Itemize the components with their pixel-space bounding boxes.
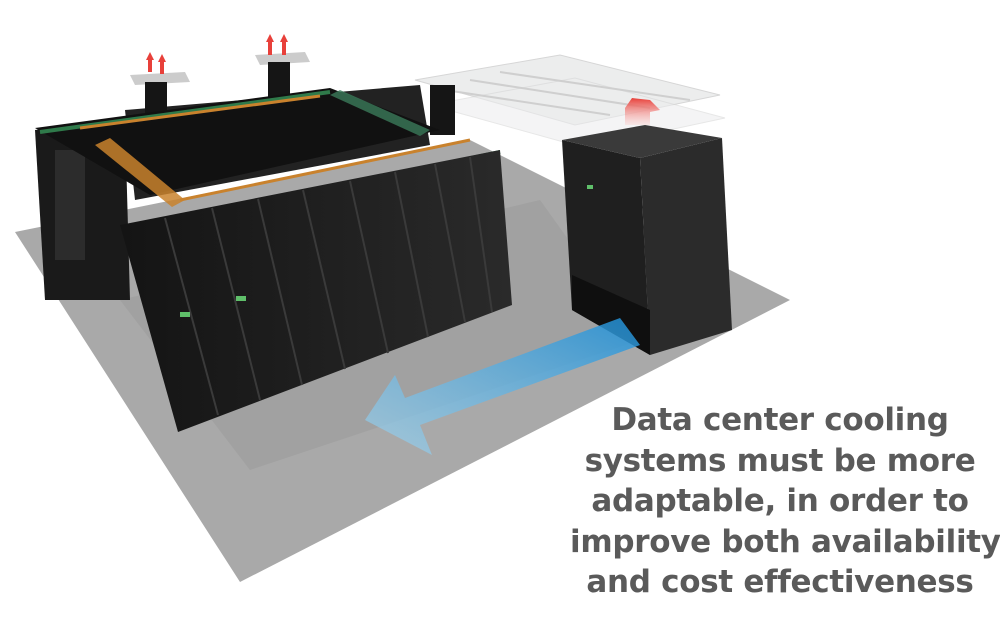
caption-line: Data center cooling <box>611 402 949 438</box>
caption-line: improve both availability <box>570 523 1000 560</box>
hot-air-return-arrow <box>625 98 660 125</box>
rack-doors <box>164 156 493 416</box>
caption-line: and cost effectiveness <box>586 564 974 600</box>
cable-tray <box>95 138 185 207</box>
caption-line: systems must be more <box>584 442 976 479</box>
caption: Data center cooling systems must be more… <box>570 400 1000 603</box>
cold-air-arrow <box>365 318 640 455</box>
cooling-unit-side <box>640 138 732 355</box>
hot-air-arrows <box>146 34 288 74</box>
caption-line: adaptable, in order to <box>591 483 969 519</box>
rack-row-front <box>120 150 512 432</box>
ceiling-lines <box>444 71 691 116</box>
